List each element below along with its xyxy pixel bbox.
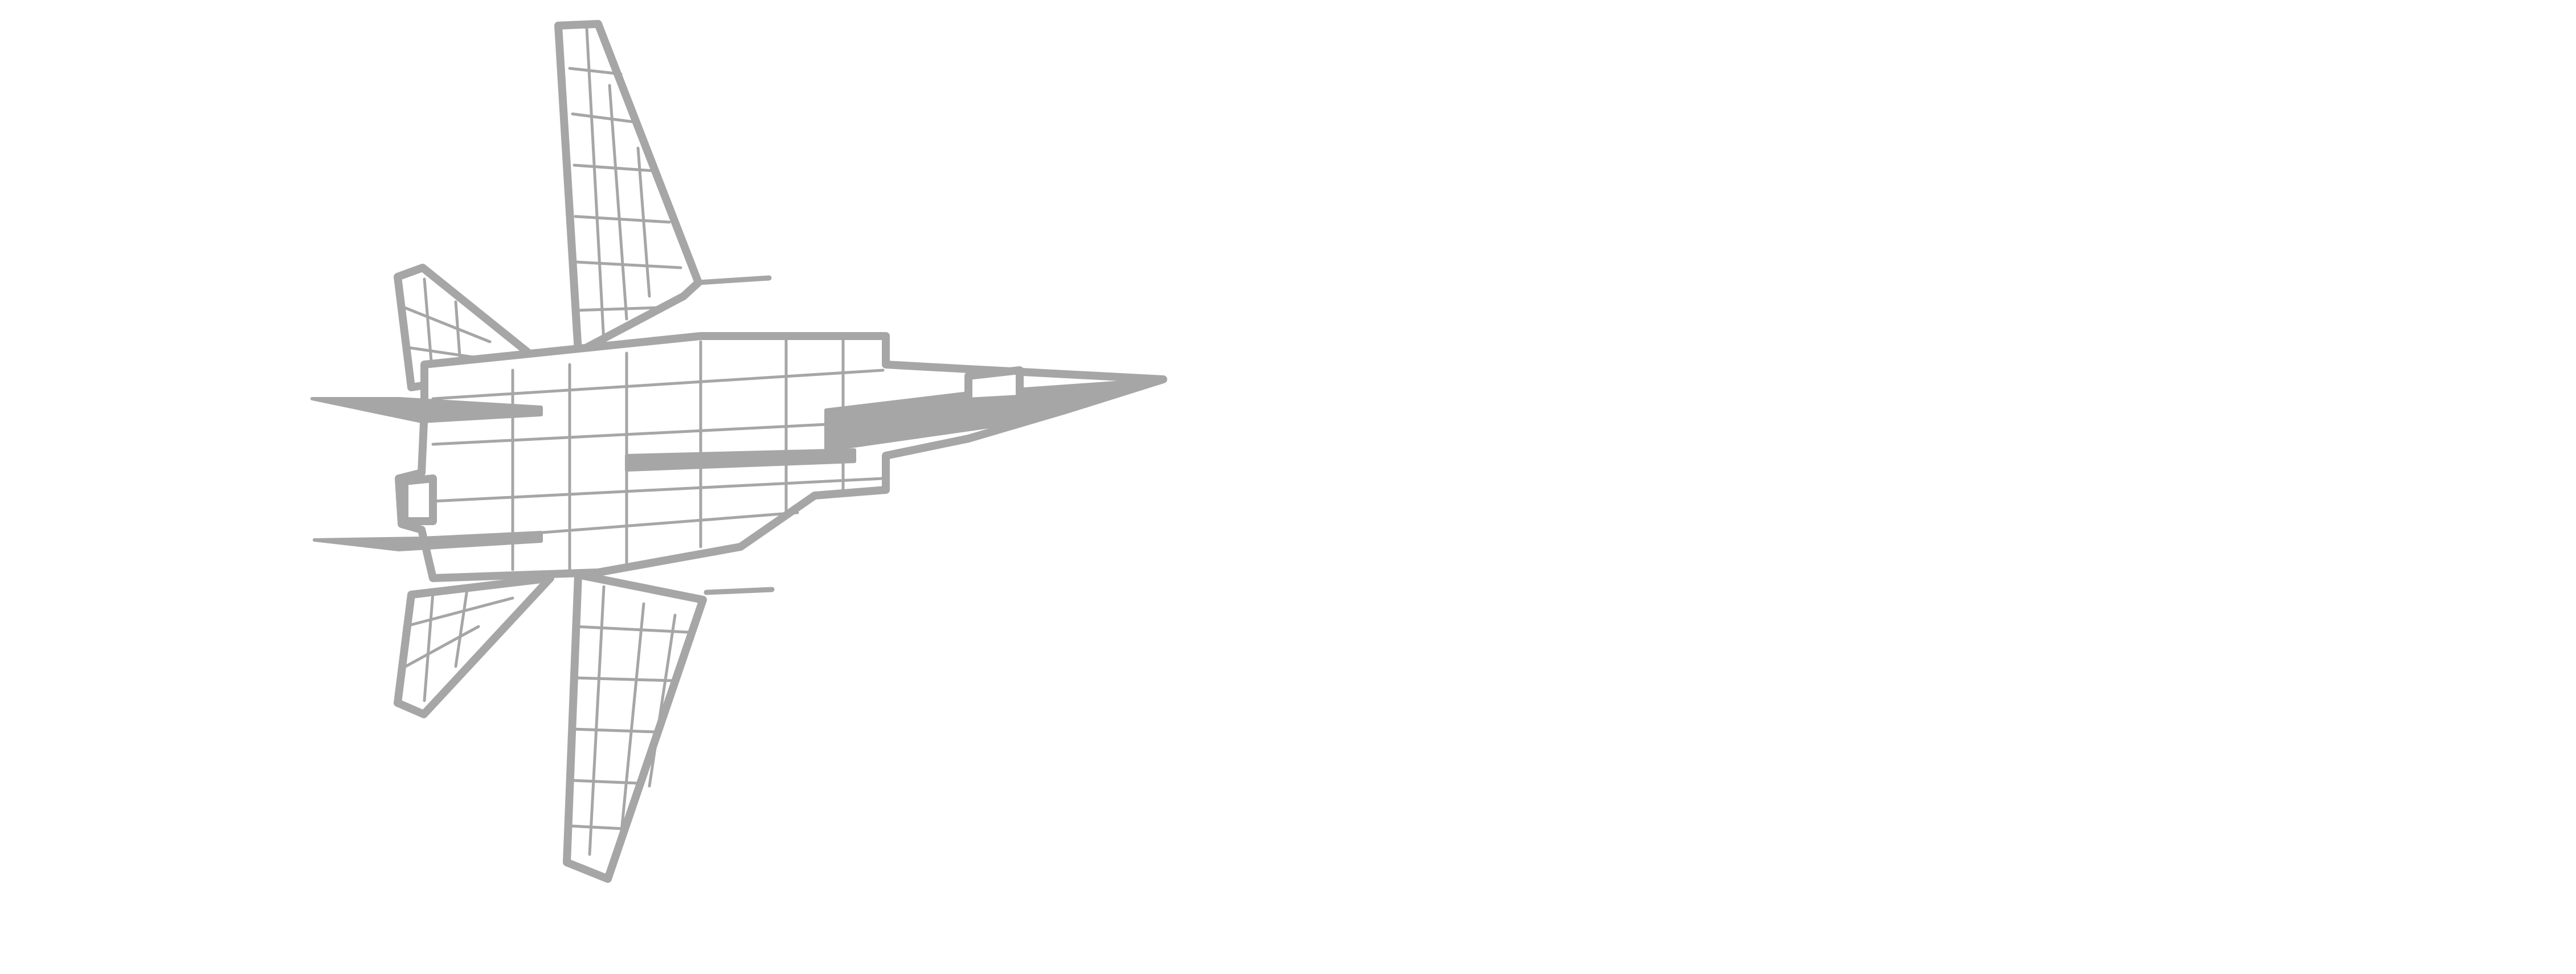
strakes (310, 397, 856, 551)
upper-wing (554, 20, 772, 356)
lower-tail (394, 574, 554, 718)
lower-wing (563, 571, 775, 883)
